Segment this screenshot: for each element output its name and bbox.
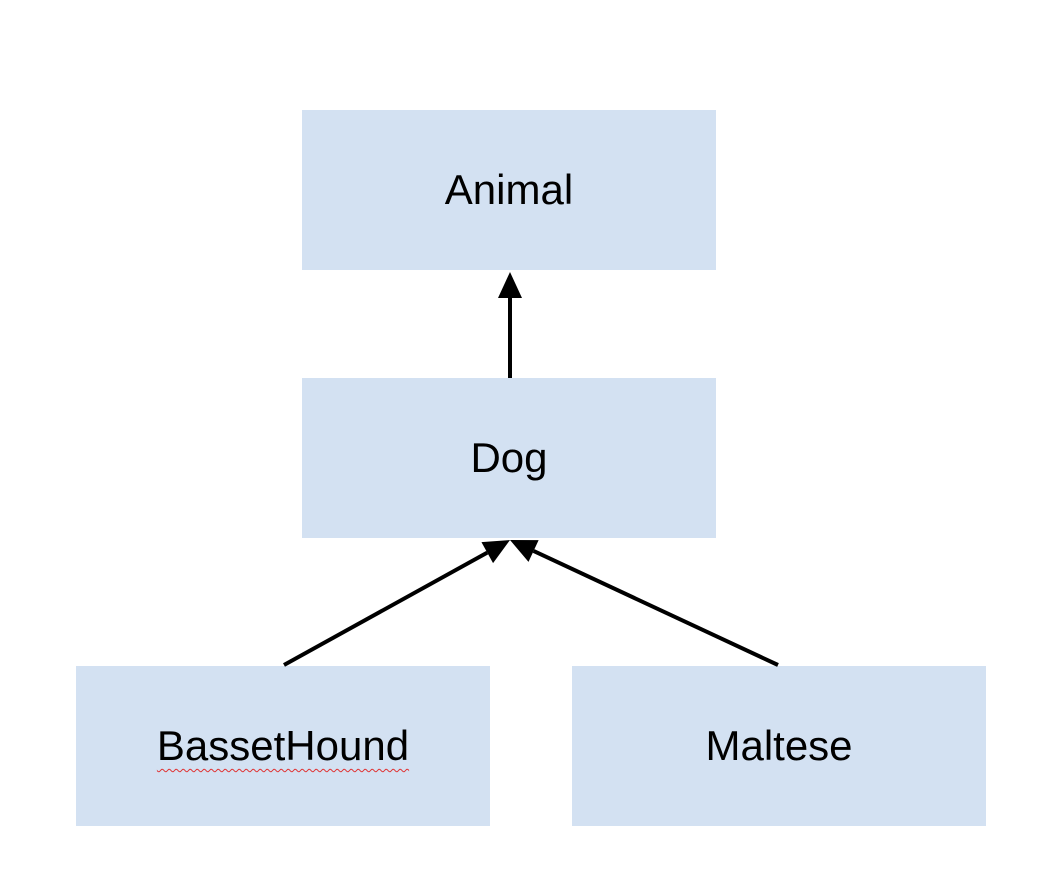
basset-hound-box: BassetHound	[76, 666, 490, 826]
arrow-basset-hound-to-dog-head	[481, 540, 510, 564]
animal-label: Animal	[444, 166, 574, 213]
dog-label: Dog	[470, 434, 548, 481]
basset-hound-label: BassetHound	[156, 722, 410, 769]
arrow-basset-hound-to-dog	[283, 550, 489, 667]
arrow-maltese-to-dog-head	[510, 540, 539, 562]
animal-box: Animal	[302, 110, 716, 270]
maltese-label: Maltese	[705, 722, 853, 769]
dog-box: Dog	[302, 378, 716, 538]
arrow-dog-to-animal-head	[498, 272, 522, 298]
arrow-maltese-to-dog	[532, 549, 779, 667]
maltese-box: Maltese	[572, 666, 986, 826]
